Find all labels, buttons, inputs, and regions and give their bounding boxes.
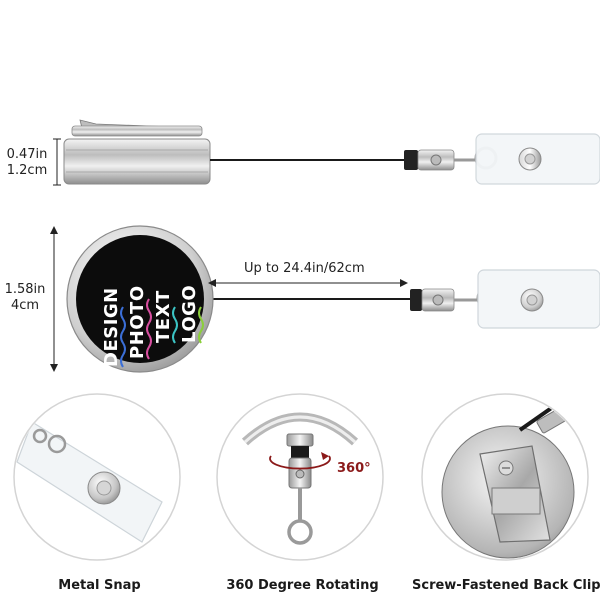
badge-word-design: DESIGN bbox=[101, 287, 122, 367]
badge-word-photo: PHOTO bbox=[127, 285, 148, 359]
reel-body-side bbox=[63, 138, 211, 185]
front-view-reel: DESIGN PHOTO TEXT LOGO bbox=[66, 225, 600, 373]
diameter-inch-text: 1.58in bbox=[4, 282, 46, 297]
rotation-arrow-icon bbox=[269, 455, 331, 470]
diameter-arrow bbox=[50, 226, 58, 372]
belt-clip bbox=[71, 119, 203, 137]
detail-metal-snap bbox=[13, 393, 181, 561]
cord-length-label: Up to 24.4in/62cm bbox=[244, 261, 365, 276]
swivel-connector bbox=[404, 149, 476, 171]
badge-word-logo: LOGO bbox=[179, 285, 200, 343]
badge-print: DESIGN PHOTO TEXT LOGO bbox=[101, 285, 204, 368]
detail-back-clip bbox=[421, 393, 589, 561]
length-arrow bbox=[208, 279, 408, 287]
caption-back-clip: Screw-Fastened Back Clip bbox=[412, 578, 600, 593]
thickness-cm-text: 1.2cm bbox=[6, 163, 48, 178]
side-view-reel bbox=[63, 119, 600, 185]
caption-metal-snap: Metal Snap bbox=[58, 578, 141, 593]
thickness-inch-text: 0.47in bbox=[6, 147, 48, 162]
detail-360-rotating: 360° bbox=[216, 393, 384, 561]
front-clear-strap bbox=[477, 269, 600, 329]
clear-strap bbox=[475, 133, 600, 185]
caption-360-rotating: 360 Degree Rotating bbox=[226, 578, 379, 593]
thickness-bracket bbox=[53, 138, 61, 186]
front-swivel-connector bbox=[410, 288, 478, 312]
thickness-label: 0.47in 1.2cm bbox=[4, 147, 50, 179]
diameter-label: 1.58in 4cm bbox=[2, 282, 48, 314]
badge-face bbox=[76, 235, 204, 363]
rotation-label: 360° bbox=[337, 461, 371, 476]
diameter-cm-text: 4cm bbox=[10, 298, 40, 313]
badge-word-text: TEXT bbox=[153, 290, 174, 343]
